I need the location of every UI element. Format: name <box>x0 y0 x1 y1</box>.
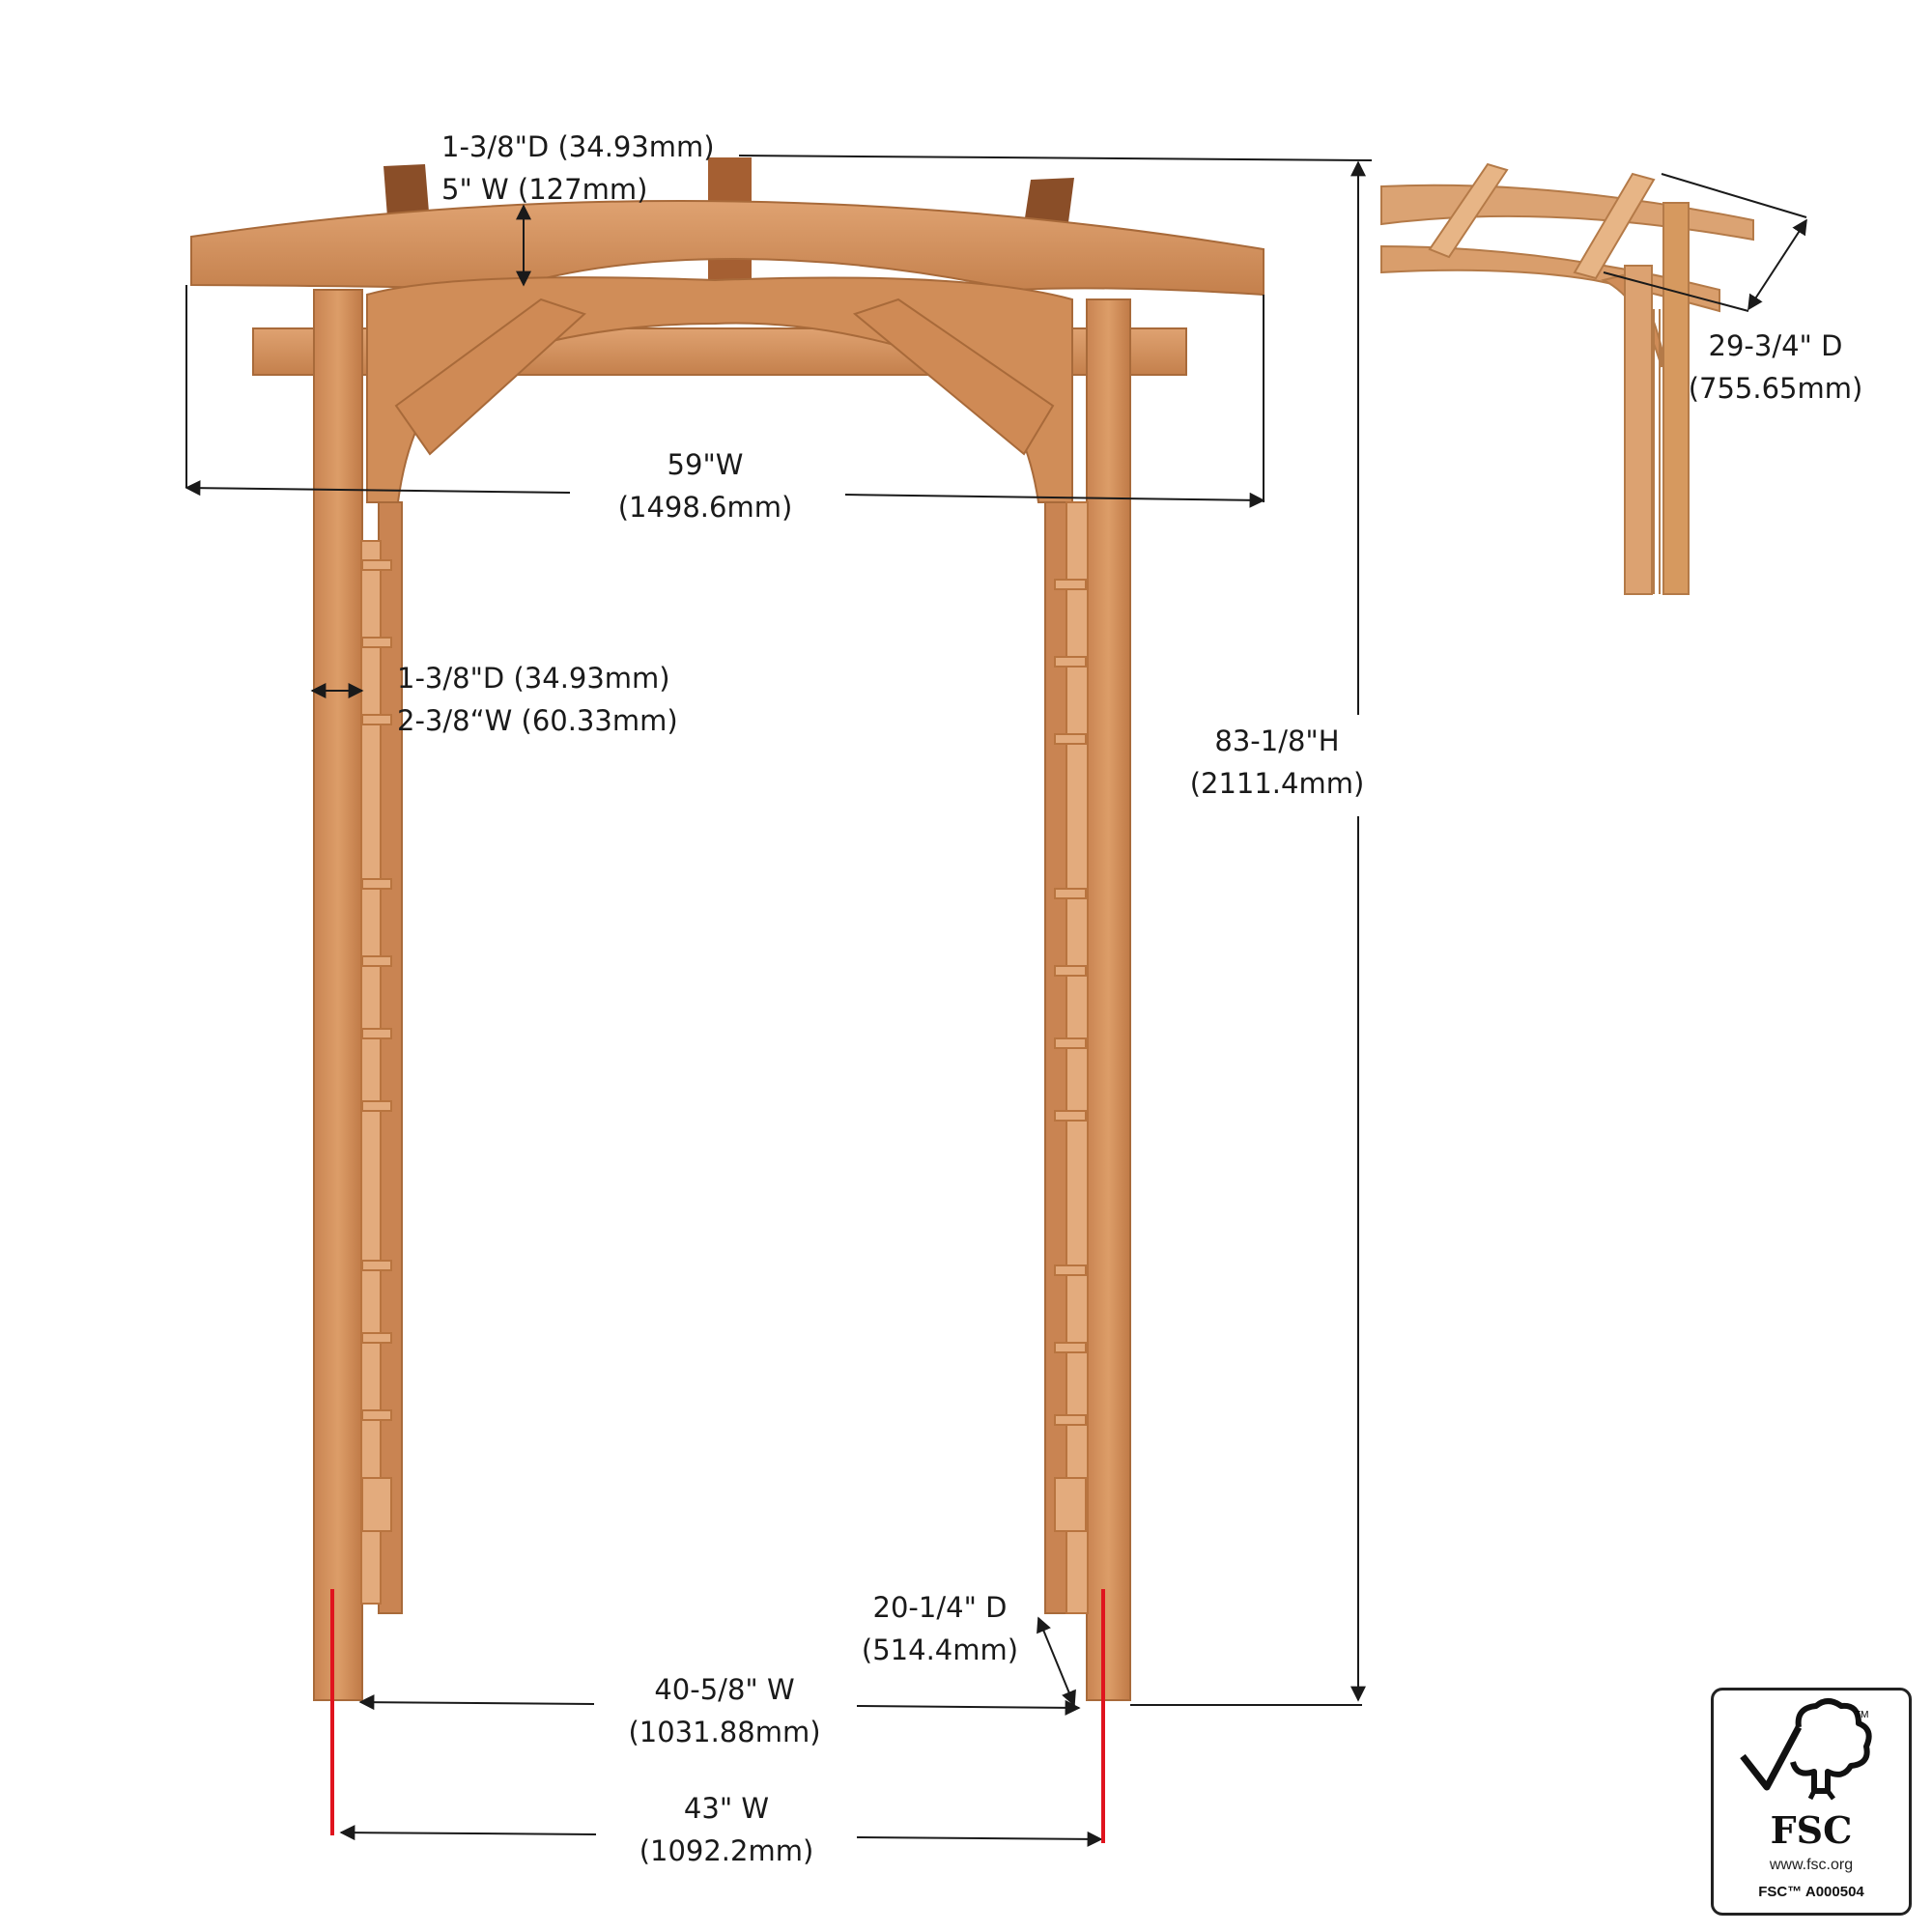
inset-slat-2 <box>1573 172 1656 280</box>
overall-width-label: 59"W (1498.6mm) <box>618 443 793 528</box>
overall-width-arrow-right <box>844 492 1265 508</box>
side-depth-label: 29-3/4" D (755.65mm) <box>1689 325 1863 410</box>
top-board-depth-text: 1-3/8"D (34.93mm) <box>441 130 715 163</box>
outer-width-arrow-left <box>339 1825 597 1841</box>
inner-width-mm-text: (1031.88mm) <box>628 1716 821 1748</box>
overall-width-arrow-left <box>185 480 571 497</box>
inner-width-arrow-left <box>358 1694 595 1711</box>
fsc-logo: TM FSC www.fsc.org FSC™ A000504 <box>1711 1688 1912 1916</box>
outer-width-label: 43" W (1092.2mm) <box>639 1787 814 1872</box>
overall-width-mm-text: (1498.6mm) <box>617 491 793 524</box>
fsc-trademark: TM <box>1855 1710 1869 1720</box>
side-depth-arrow <box>1661 173 1807 218</box>
outer-edge-markers <box>330 1589 1105 1843</box>
inner-width-in-text: 40-5/8" W <box>654 1673 795 1706</box>
side-depth-in-text: 29-3/4" D <box>1708 329 1843 362</box>
right-back-post <box>1044 501 1069 1614</box>
outer-width-mm-text: (1092.2mm) <box>639 1834 814 1867</box>
arbor-front-view <box>190 157 1264 1701</box>
post-width-text: 2-3/8“W (60.33mm) <box>397 704 678 737</box>
inner-width-label: 40-5/8" W (1031.88mm) <box>628 1668 820 1753</box>
post-dimension-label: 1-3/8"D (34.93mm) 2-3/8“W (60.33mm) <box>397 657 678 742</box>
side-depth-arrow-diag <box>1747 218 1807 311</box>
outer-width-in-text: 43" W <box>683 1792 770 1825</box>
right-front-post <box>1086 298 1131 1701</box>
height-in-text: 83-1/8"H <box>1214 724 1340 757</box>
inset-rear-beam <box>1380 184 1754 242</box>
roof-slat-right <box>1024 178 1074 230</box>
brace-left <box>394 298 586 456</box>
arbor-side-perspective <box>1380 162 1754 595</box>
side-depth-mm-text: (755.65mm) <box>1688 372 1863 405</box>
left-front-post <box>313 289 363 1701</box>
inset-lattice <box>1653 309 1661 594</box>
inner-width-arrow-right <box>856 1699 1081 1716</box>
height-label: 83-1/8"H (2111.4mm) <box>1190 720 1365 805</box>
fsc-tree-check-icon <box>1740 1698 1872 1801</box>
base-depth-in-text: 20-1/4" D <box>872 1591 1008 1624</box>
top-reference-line <box>738 155 1373 161</box>
inset-post-front <box>1624 265 1653 595</box>
side-depth-ext <box>1603 271 1749 312</box>
fsc-wordmark: FSC <box>1770 1808 1853 1852</box>
post-depth-text: 1-3/8"D (34.93mm) <box>397 662 670 695</box>
outer-width-arrow-right <box>856 1831 1103 1847</box>
right-lattice <box>1054 501 1089 1614</box>
left-lattice <box>360 540 392 1605</box>
inset-post-back <box>1662 202 1690 595</box>
overall-width-in-text: 59"W <box>667 448 744 481</box>
top-board-dimension-label: 1-3/8"D (34.93mm) 5" W (127mm) <box>441 126 715 211</box>
fsc-license-code: FSC™ A000504 <box>1758 1884 1864 1900</box>
inset-slat-1 <box>1428 162 1509 259</box>
top-board-width-text: 5" W (127mm) <box>441 173 648 206</box>
dimension-lines <box>185 155 1807 1847</box>
fsc-website: www.fsc.org <box>1769 1857 1854 1873</box>
base-depth-arrow <box>1037 1616 1076 1707</box>
base-depth-label: 20-1/4" D (514.4mm) <box>862 1586 1018 1671</box>
brace-right <box>852 298 1055 456</box>
base-depth-mm-text: (514.4mm) <box>861 1634 1019 1666</box>
height-mm-text: (2111.4mm) <box>1189 767 1365 800</box>
